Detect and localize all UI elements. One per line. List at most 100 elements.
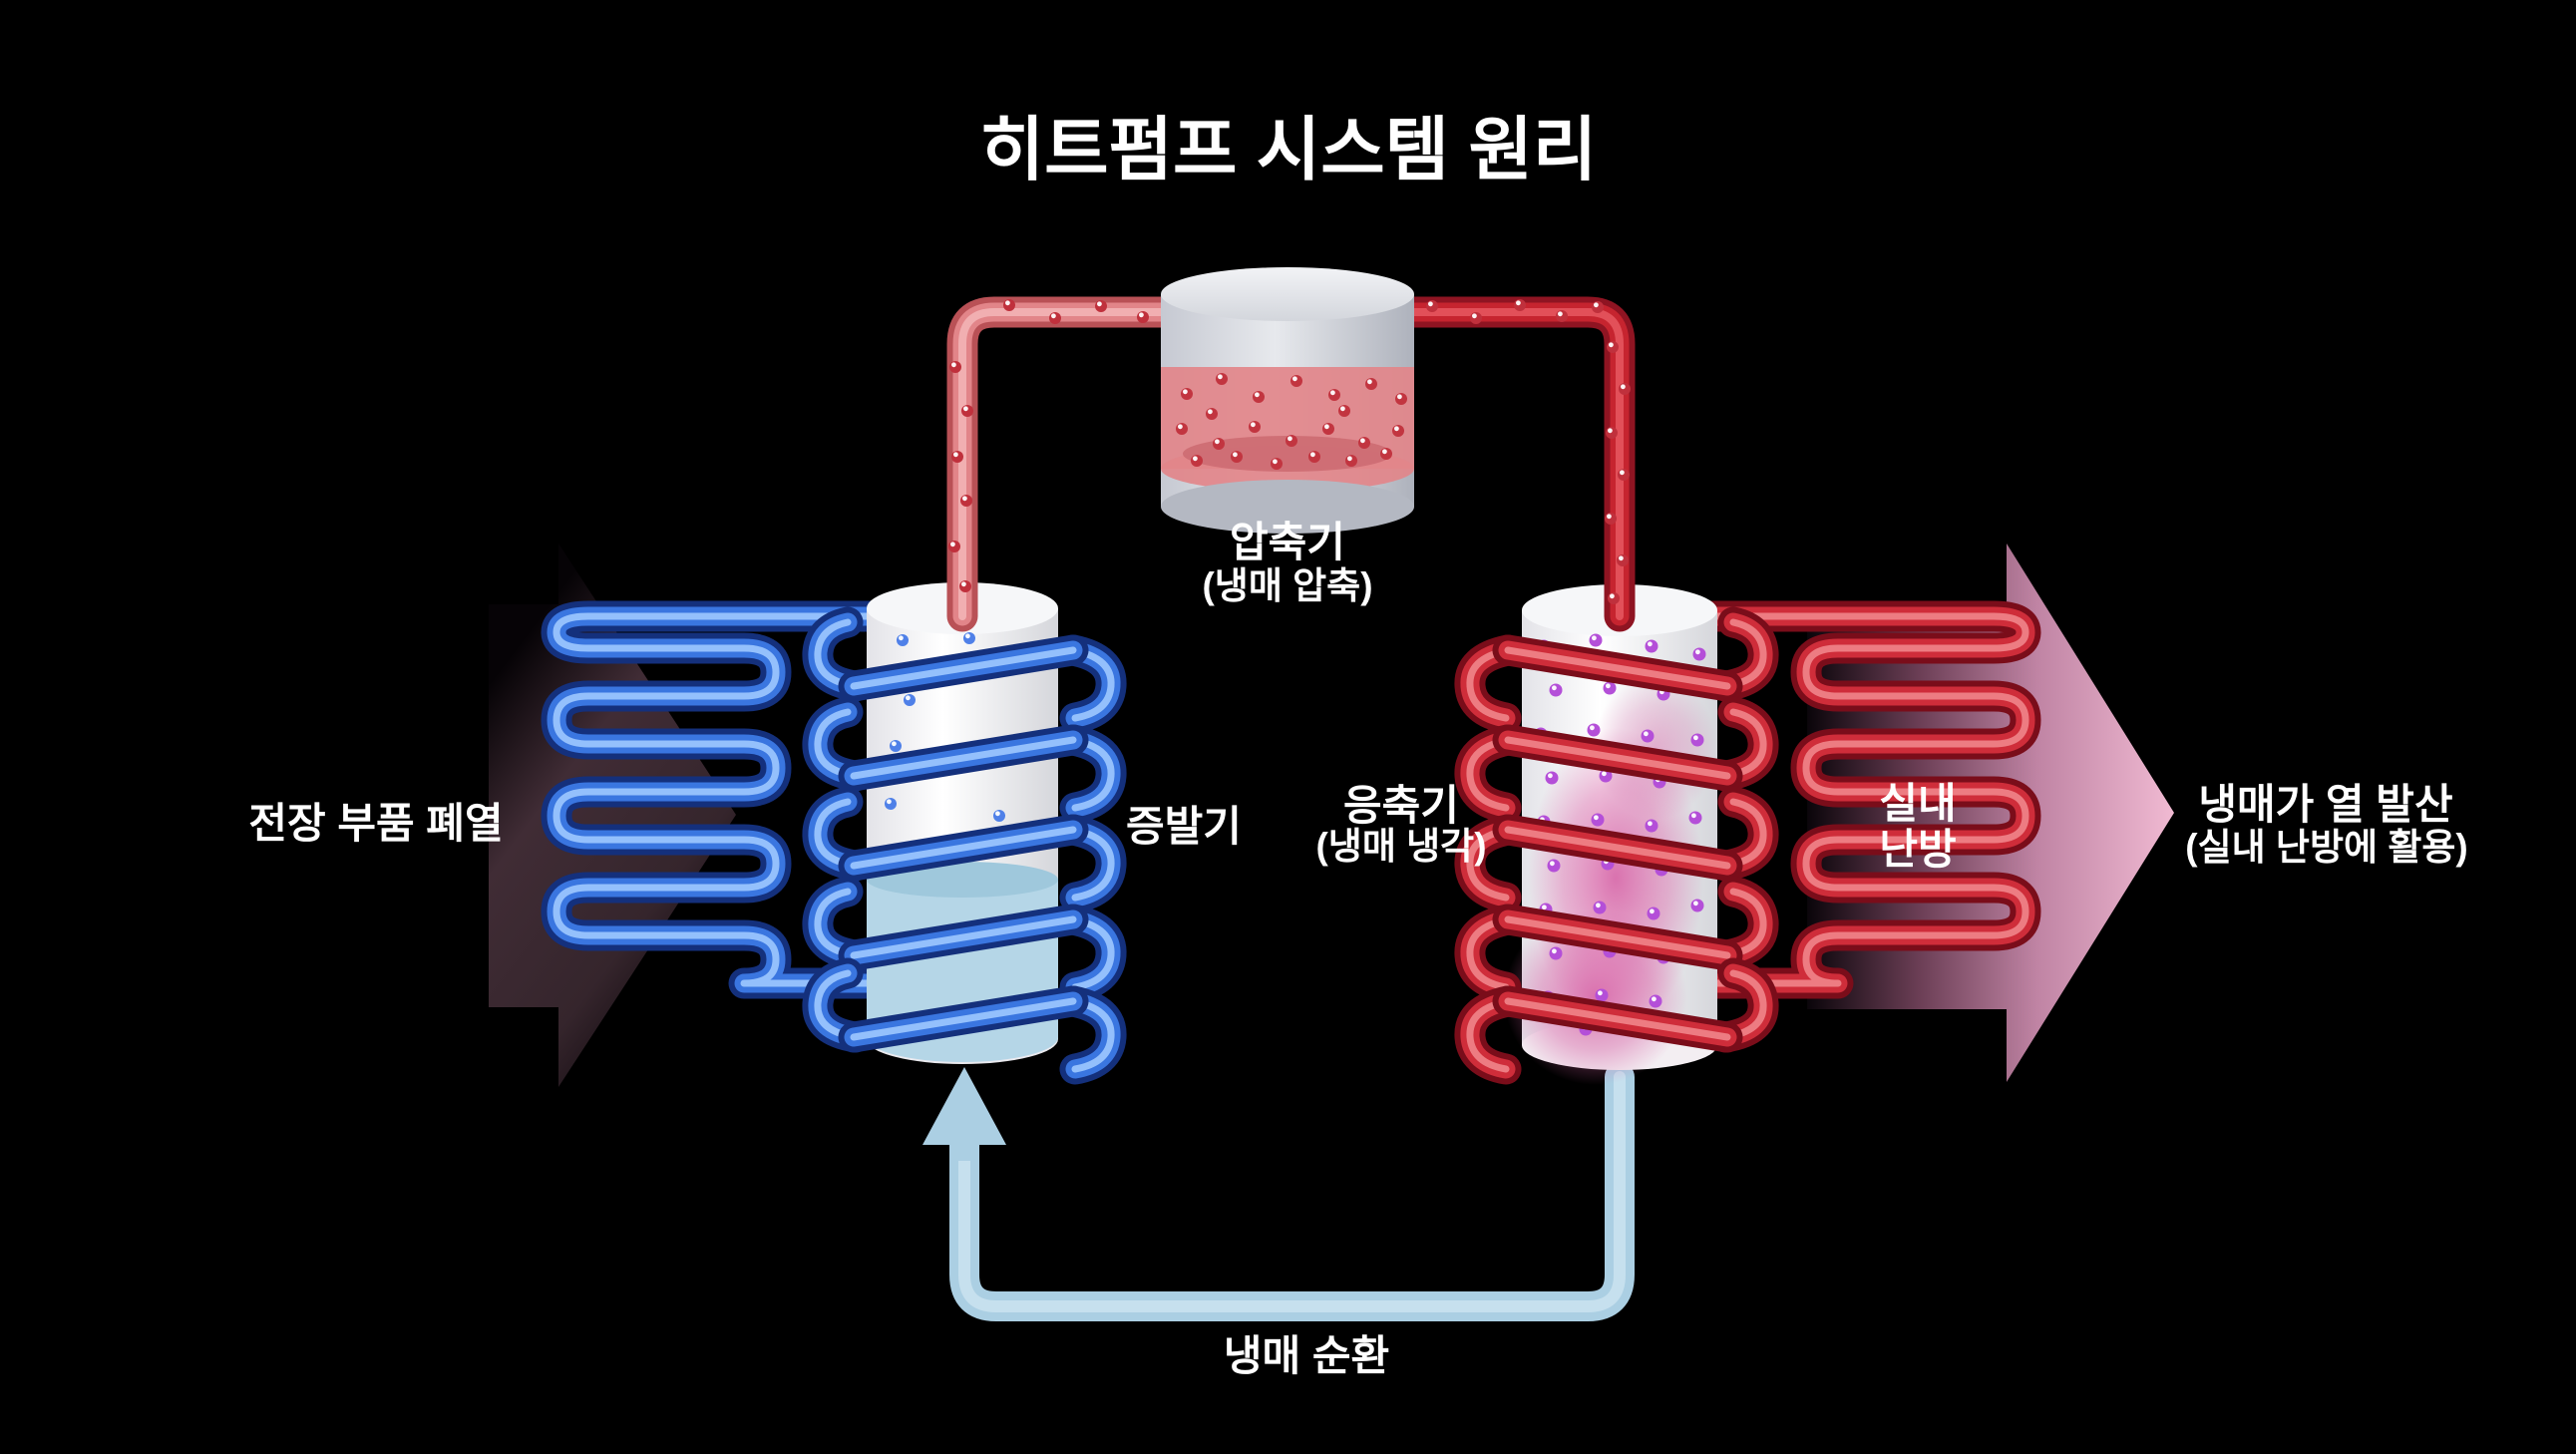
particle-dot bbox=[1338, 405, 1350, 417]
tube-segment bbox=[1504, 646, 1731, 690]
compressor-label: 압축기 bbox=[1230, 519, 1345, 565]
particle-dot bbox=[1608, 592, 1620, 604]
particle-glint bbox=[1347, 456, 1352, 462]
particle-glint bbox=[1590, 725, 1595, 731]
particle-glint bbox=[1288, 436, 1292, 442]
particle-dot bbox=[1470, 312, 1482, 324]
tube-segment bbox=[552, 612, 936, 987]
particle-dot bbox=[1617, 554, 1629, 566]
indoor-heating-label-line2: 난방 bbox=[1879, 826, 1956, 873]
refrigerant-return-pipe bbox=[949, 1062, 1635, 1321]
particle-dot bbox=[1290, 375, 1302, 387]
particle-dot bbox=[1345, 455, 1357, 467]
particle-glint bbox=[1218, 374, 1223, 380]
particle-glint bbox=[1360, 438, 1365, 444]
particle-dot bbox=[959, 580, 971, 592]
particle-dot bbox=[1426, 300, 1438, 312]
tube-segment bbox=[958, 308, 1171, 620]
tube-segment bbox=[1721, 969, 1767, 1041]
tube-segment bbox=[1504, 826, 1731, 870]
particle-dot bbox=[1380, 448, 1392, 460]
particle-glint bbox=[1693, 901, 1698, 907]
up-arrow-stem bbox=[949, 1137, 979, 1161]
particle-glint bbox=[1428, 301, 1433, 307]
particle-dot bbox=[1271, 458, 1283, 470]
waste-heat-arrow bbox=[489, 544, 736, 1087]
particle-glint bbox=[1652, 996, 1656, 1002]
particle-glint bbox=[1330, 390, 1335, 396]
tube-segment bbox=[1504, 736, 1731, 780]
particle-dot bbox=[1645, 639, 1658, 653]
particle-glint bbox=[961, 581, 966, 587]
tube-segment bbox=[949, 1062, 1635, 1321]
particle-glint bbox=[1394, 426, 1399, 432]
particle-glint bbox=[1594, 302, 1599, 308]
particle-dot bbox=[948, 541, 960, 552]
particle-dot bbox=[1595, 988, 1609, 1002]
particle-dot bbox=[1095, 300, 1107, 312]
evaporator-label: 증발기 bbox=[1126, 803, 1242, 850]
particle-glint bbox=[1340, 406, 1345, 412]
compressor-sublabel: (냉매 압축) bbox=[1202, 565, 1372, 606]
particle-glint bbox=[1139, 312, 1144, 318]
particle-glint bbox=[1598, 990, 1603, 996]
particle-dot bbox=[1556, 310, 1568, 322]
particle-dot bbox=[1322, 423, 1334, 435]
tube-segment bbox=[814, 708, 860, 780]
particle-glint bbox=[1273, 459, 1278, 465]
particle-glint bbox=[953, 452, 958, 458]
particle-glint bbox=[1606, 683, 1611, 689]
particle-glint bbox=[963, 406, 968, 412]
particle-glint bbox=[965, 633, 970, 639]
particle-glint bbox=[995, 811, 1000, 817]
condenser-sublabel: (냉매 냉각) bbox=[1315, 826, 1486, 867]
particle-dot bbox=[1049, 312, 1061, 324]
particle-glint bbox=[1558, 311, 1563, 317]
particle-glint bbox=[1255, 392, 1260, 398]
particle-glint bbox=[1367, 379, 1372, 385]
indoor-heating-label-line1: 실내 bbox=[1879, 780, 1956, 827]
tube-segment bbox=[850, 997, 1077, 1041]
particle-glint bbox=[1542, 905, 1547, 910]
particle-dot bbox=[890, 740, 902, 752]
particle-dot bbox=[961, 405, 973, 417]
tube-segment bbox=[946, 296, 1183, 632]
tube-segment bbox=[1466, 826, 1512, 902]
particle-glint bbox=[1610, 593, 1615, 599]
particle-glint bbox=[1233, 452, 1238, 458]
condenser-label: 응축기 bbox=[1343, 782, 1459, 829]
particle-dot bbox=[1308, 451, 1320, 463]
particle-glint bbox=[1607, 514, 1612, 520]
particle-dot bbox=[993, 810, 1005, 822]
particle-glint bbox=[1324, 424, 1329, 430]
particle-glint bbox=[1650, 909, 1655, 914]
particle-glint bbox=[1608, 428, 1613, 434]
tube-segment bbox=[1398, 302, 1630, 626]
particle-glint bbox=[962, 496, 967, 502]
particle-glint bbox=[1051, 313, 1056, 319]
particle-glint bbox=[1251, 422, 1256, 428]
particle-dot bbox=[1181, 388, 1193, 400]
particle-dot bbox=[1591, 813, 1605, 827]
particle-glint bbox=[899, 635, 904, 641]
evaporator-coil-wraps bbox=[802, 606, 1127, 1085]
particle-dot bbox=[1137, 311, 1149, 323]
particle-glint bbox=[1648, 641, 1653, 647]
particle-dot bbox=[1231, 451, 1243, 463]
compressor-bottom bbox=[1161, 480, 1414, 534]
cold-radiator-coil bbox=[541, 600, 948, 999]
particle-glint bbox=[1695, 649, 1700, 655]
particle-dot bbox=[885, 798, 897, 810]
tube-segment bbox=[1466, 997, 1512, 1073]
particle-dot bbox=[951, 451, 963, 463]
particle-glint bbox=[1472, 313, 1477, 319]
tube-segment bbox=[1721, 888, 1767, 959]
particle-dot bbox=[1592, 301, 1604, 313]
heat-release-sublabel: (실내 난방에 활용) bbox=[2185, 827, 2467, 868]
particle-glint bbox=[1310, 452, 1315, 458]
particle-dot bbox=[1206, 408, 1218, 420]
hot-gas-pipes bbox=[946, 296, 1636, 632]
tube-segment bbox=[1504, 997, 1731, 1041]
particle-glint bbox=[892, 741, 897, 747]
particle-dot bbox=[1607, 341, 1619, 353]
